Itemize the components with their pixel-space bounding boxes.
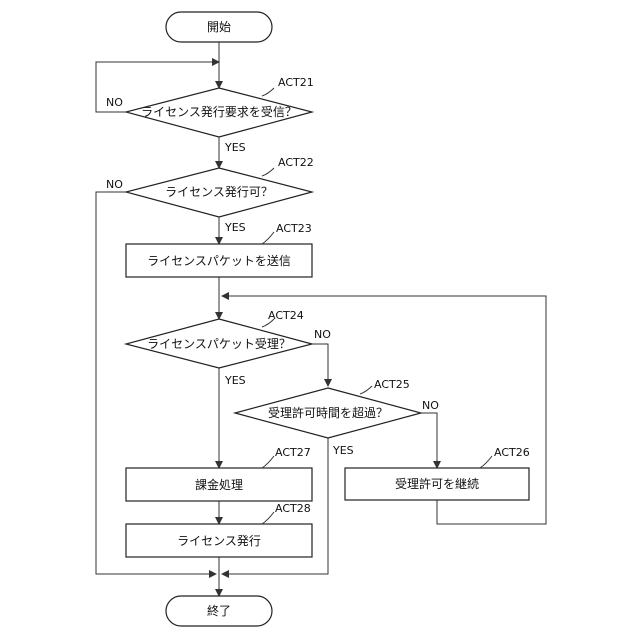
decision-act25: 受理許可時間を超過？ ACT25 NO YES xyxy=(235,378,439,457)
end-label: 終了 xyxy=(207,603,231,618)
act21-step: ACT21 xyxy=(278,76,314,89)
act23-step: ACT23 xyxy=(276,222,312,235)
act22-no: NO xyxy=(106,178,123,191)
act21-yes: YES xyxy=(224,141,246,154)
act25-no: NO xyxy=(422,399,439,412)
act24-label: ライセンスパケット受理？ xyxy=(147,337,291,351)
act21-label: ライセンス発行要求を受信？ xyxy=(141,105,297,119)
act25-step: ACT25 xyxy=(374,378,410,391)
act22-label: ライセンス発行可？ xyxy=(165,185,273,199)
act22-step: ACT22 xyxy=(278,156,314,169)
act27-label: 課金処理 xyxy=(195,477,243,492)
decision-act24: ライセンスパケット受理？ ACT24 NO YES xyxy=(126,309,331,387)
act28-step: ACT28 xyxy=(275,502,311,515)
start-terminal: 開始 xyxy=(166,12,272,42)
edge-act25-no xyxy=(421,413,437,468)
end-terminal: 終了 xyxy=(166,596,272,626)
act25-label: 受理許可時間を超過？ xyxy=(268,405,388,420)
act26-label: 受理許可を継続 xyxy=(395,476,479,491)
act23-label: ライセンスパケットを送信 xyxy=(147,253,291,268)
act22-yes: YES xyxy=(224,221,246,234)
decision-act21: ライセンス発行要求を受信？ ACT21 NO YES xyxy=(106,76,314,154)
act25-yes: YES xyxy=(332,444,354,457)
connectors xyxy=(96,42,546,596)
act27-step: ACT27 xyxy=(275,446,311,459)
start-label: 開始 xyxy=(207,20,231,34)
act28-label: ライセンス発行 xyxy=(177,534,261,548)
act24-no: NO xyxy=(314,328,331,341)
act21-no: NO xyxy=(106,96,123,109)
act24-step: ACT24 xyxy=(268,309,304,322)
act26-step: ACT26 xyxy=(494,446,530,459)
act24-yes: YES xyxy=(224,374,246,387)
edge-act24-no xyxy=(312,344,328,386)
